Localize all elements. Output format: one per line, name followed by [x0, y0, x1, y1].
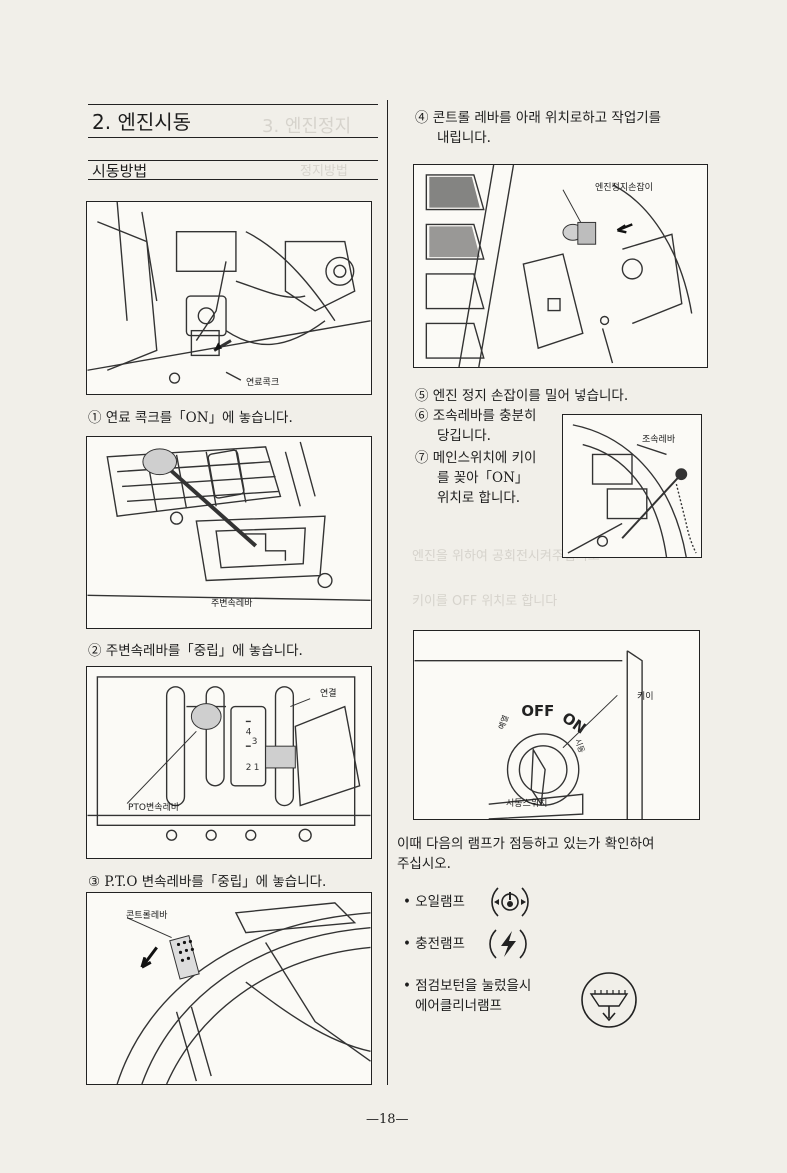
step-3: ③ P.T.O 변속레바를「중립」에 놓습니다. [88, 874, 327, 890]
figure-pto-lever: 4 3 2 1 [86, 666, 372, 859]
oil-lamp-label: • 오일램프 [403, 894, 465, 910]
engine-stop-illustration [425, 165, 693, 367]
figure-sub-shift-lever [86, 436, 372, 629]
throttle-label: 조속레바 [642, 435, 676, 445]
step-4-line1: ④ 콘트롤 레바를 아래 위치로하고 작업기를 [415, 110, 662, 126]
step-4-line2: 내립니다. [437, 130, 491, 146]
connect-label: 연결 [320, 689, 337, 699]
check-text-line1: 이때 다음의 램프가 점등하고 있는가 확인하여 [397, 836, 655, 852]
section-title: 2. 엔진시동 [88, 104, 378, 138]
air-cleaner-lamp-line2: 에어클리너램프 [415, 998, 502, 1014]
step-7-line2: 를 꽂아「ON」 [437, 470, 529, 486]
air-cleaner-lamp-line1: • 점검보턴을 눌렀을시 [403, 978, 532, 994]
engine-stop-label: 엔진정지손잡이 [595, 183, 653, 193]
switch-position-start: 시동 [573, 737, 586, 754]
oil-lamp-icon [490, 884, 530, 920]
step-7-line1: ⑦ 메인스위치에 키이 [415, 450, 537, 466]
throttle-lever-illustration [567, 424, 697, 557]
switch-position-on: ON [559, 709, 589, 737]
step-7-line3: 위치로 합니다. [437, 490, 521, 506]
figure-engine-stop [413, 164, 708, 368]
switch-position-preheat: 예열 [496, 714, 510, 731]
step-2: ② 주변속레바를「중립」에 놓습니다. [88, 643, 303, 659]
air-cleaner-lamp-icon [579, 970, 639, 1030]
check-text-line2: 주십시오. [397, 856, 451, 872]
control-lever-label: 콘트롤레바 [126, 911, 168, 921]
svg-text:3: 3 [252, 737, 258, 747]
charge-lamp-icon [488, 926, 528, 962]
svg-text:4: 4 [246, 727, 252, 737]
page-number: —18— [366, 1112, 409, 1127]
pto-lever-illustration: 4 3 2 1 [87, 676, 371, 842]
fuel-cock-illustration [87, 202, 371, 384]
key-switch-illustration: OFF ON 예열 시동 [414, 650, 643, 819]
control-lever-illustration [116, 902, 371, 1084]
switch-position-off: OFF [521, 703, 554, 720]
column-divider [387, 100, 388, 1085]
figure-throttle-lever [562, 414, 702, 558]
step-5: ⑤ 엔진 정지 손잡이를 밀어 넣습니다. [415, 388, 629, 404]
fuel-cock-label: 연료콕크 [246, 378, 280, 388]
charge-lamp-label: • 충전램프 [403, 936, 465, 952]
sub-shift-lever-illustration [87, 441, 371, 601]
svg-text:1: 1 [254, 763, 260, 773]
step-1: ① 연료 콕크를「ON」에 놓습니다. [88, 410, 293, 426]
svg-text:2: 2 [246, 763, 252, 773]
step-6-line2: 당깁니다. [437, 428, 491, 444]
figure-control-lever [86, 892, 372, 1085]
key-switch-label: 시동스위치 [506, 799, 548, 809]
step-6-line1: ⑥ 조속레바를 충분히 [415, 408, 537, 424]
key-label: 키이 [637, 692, 654, 702]
sub-shift-label: 주변속레바 [211, 599, 253, 609]
figure-key-switch: OFF ON 예열 시동 [413, 630, 700, 820]
pto-lever-label: PTO변속레바 [128, 803, 180, 813]
subsection-title: 시동방법 [88, 160, 378, 180]
figure-fuel-cock [86, 201, 372, 395]
